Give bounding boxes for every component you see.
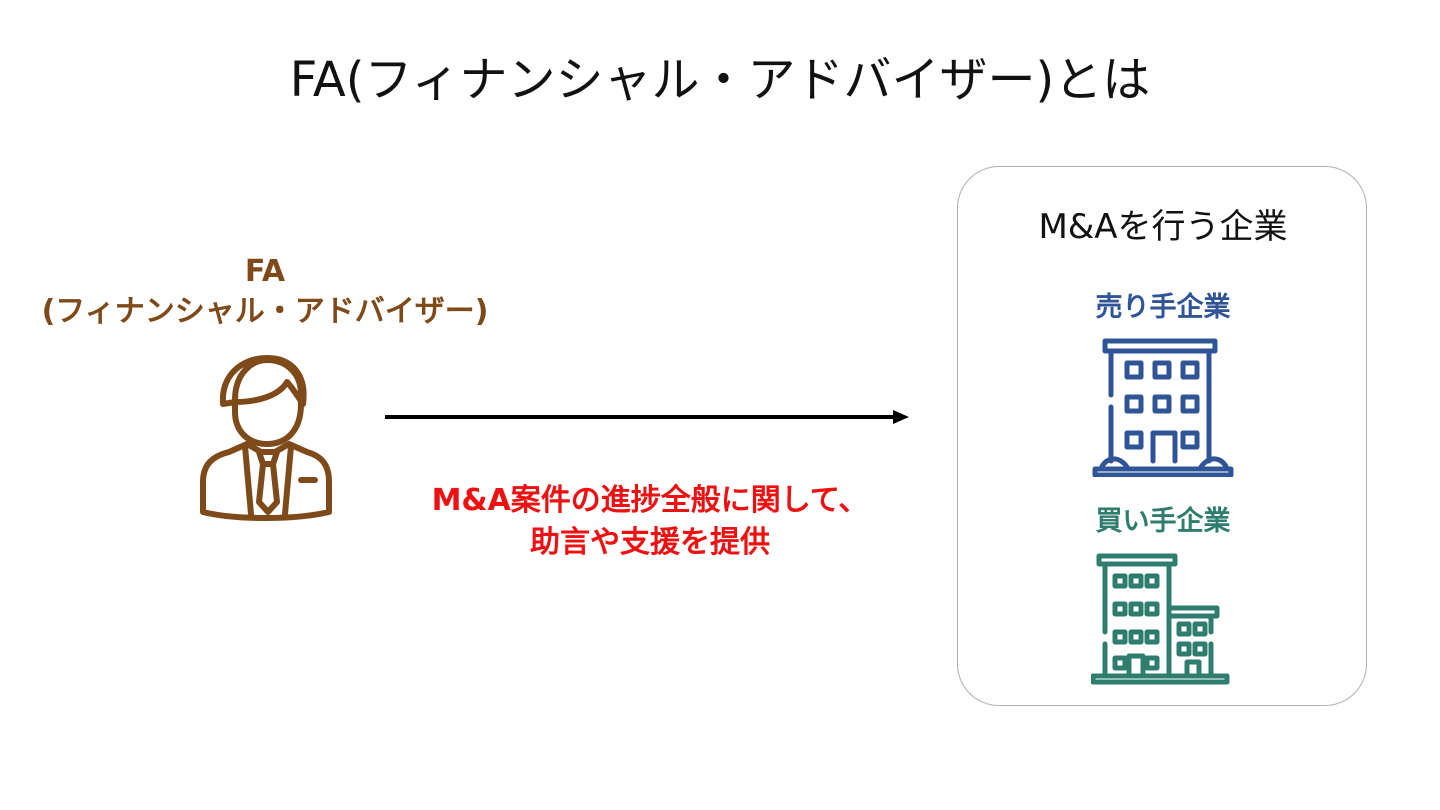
building-icon (1092, 338, 1234, 477)
seller-label: 売り手企業 (1095, 292, 1231, 323)
fa-label-short: FA (244, 254, 286, 289)
page-title: FA(フィナンシャル・アドバイザー)とは (289, 52, 1151, 108)
companies-panel: M&Aを行う企業 売り手企業 買い手企業 (957, 166, 1367, 706)
companies-title: M&Aを行う企業 (1038, 207, 1288, 247)
buyer-label: 買い手企業 (1095, 506, 1231, 537)
fa-label: FA (フィナンシャル・アドバイザー) (0, 252, 530, 332)
fa-role-description: M&A案件の進捗全般に関して、 助言や支援を提供 (380, 480, 920, 564)
description-line-2: 助言や支援を提供 (530, 525, 770, 560)
arrow-right-icon (385, 410, 909, 424)
person-icon (200, 355, 332, 521)
buildings-icon (1091, 553, 1230, 685)
description-line-1: M&A案件の進捗全般に関して、 (431, 483, 869, 518)
fa-label-full: (フィナンシャル・アドバイザー) (41, 294, 489, 329)
